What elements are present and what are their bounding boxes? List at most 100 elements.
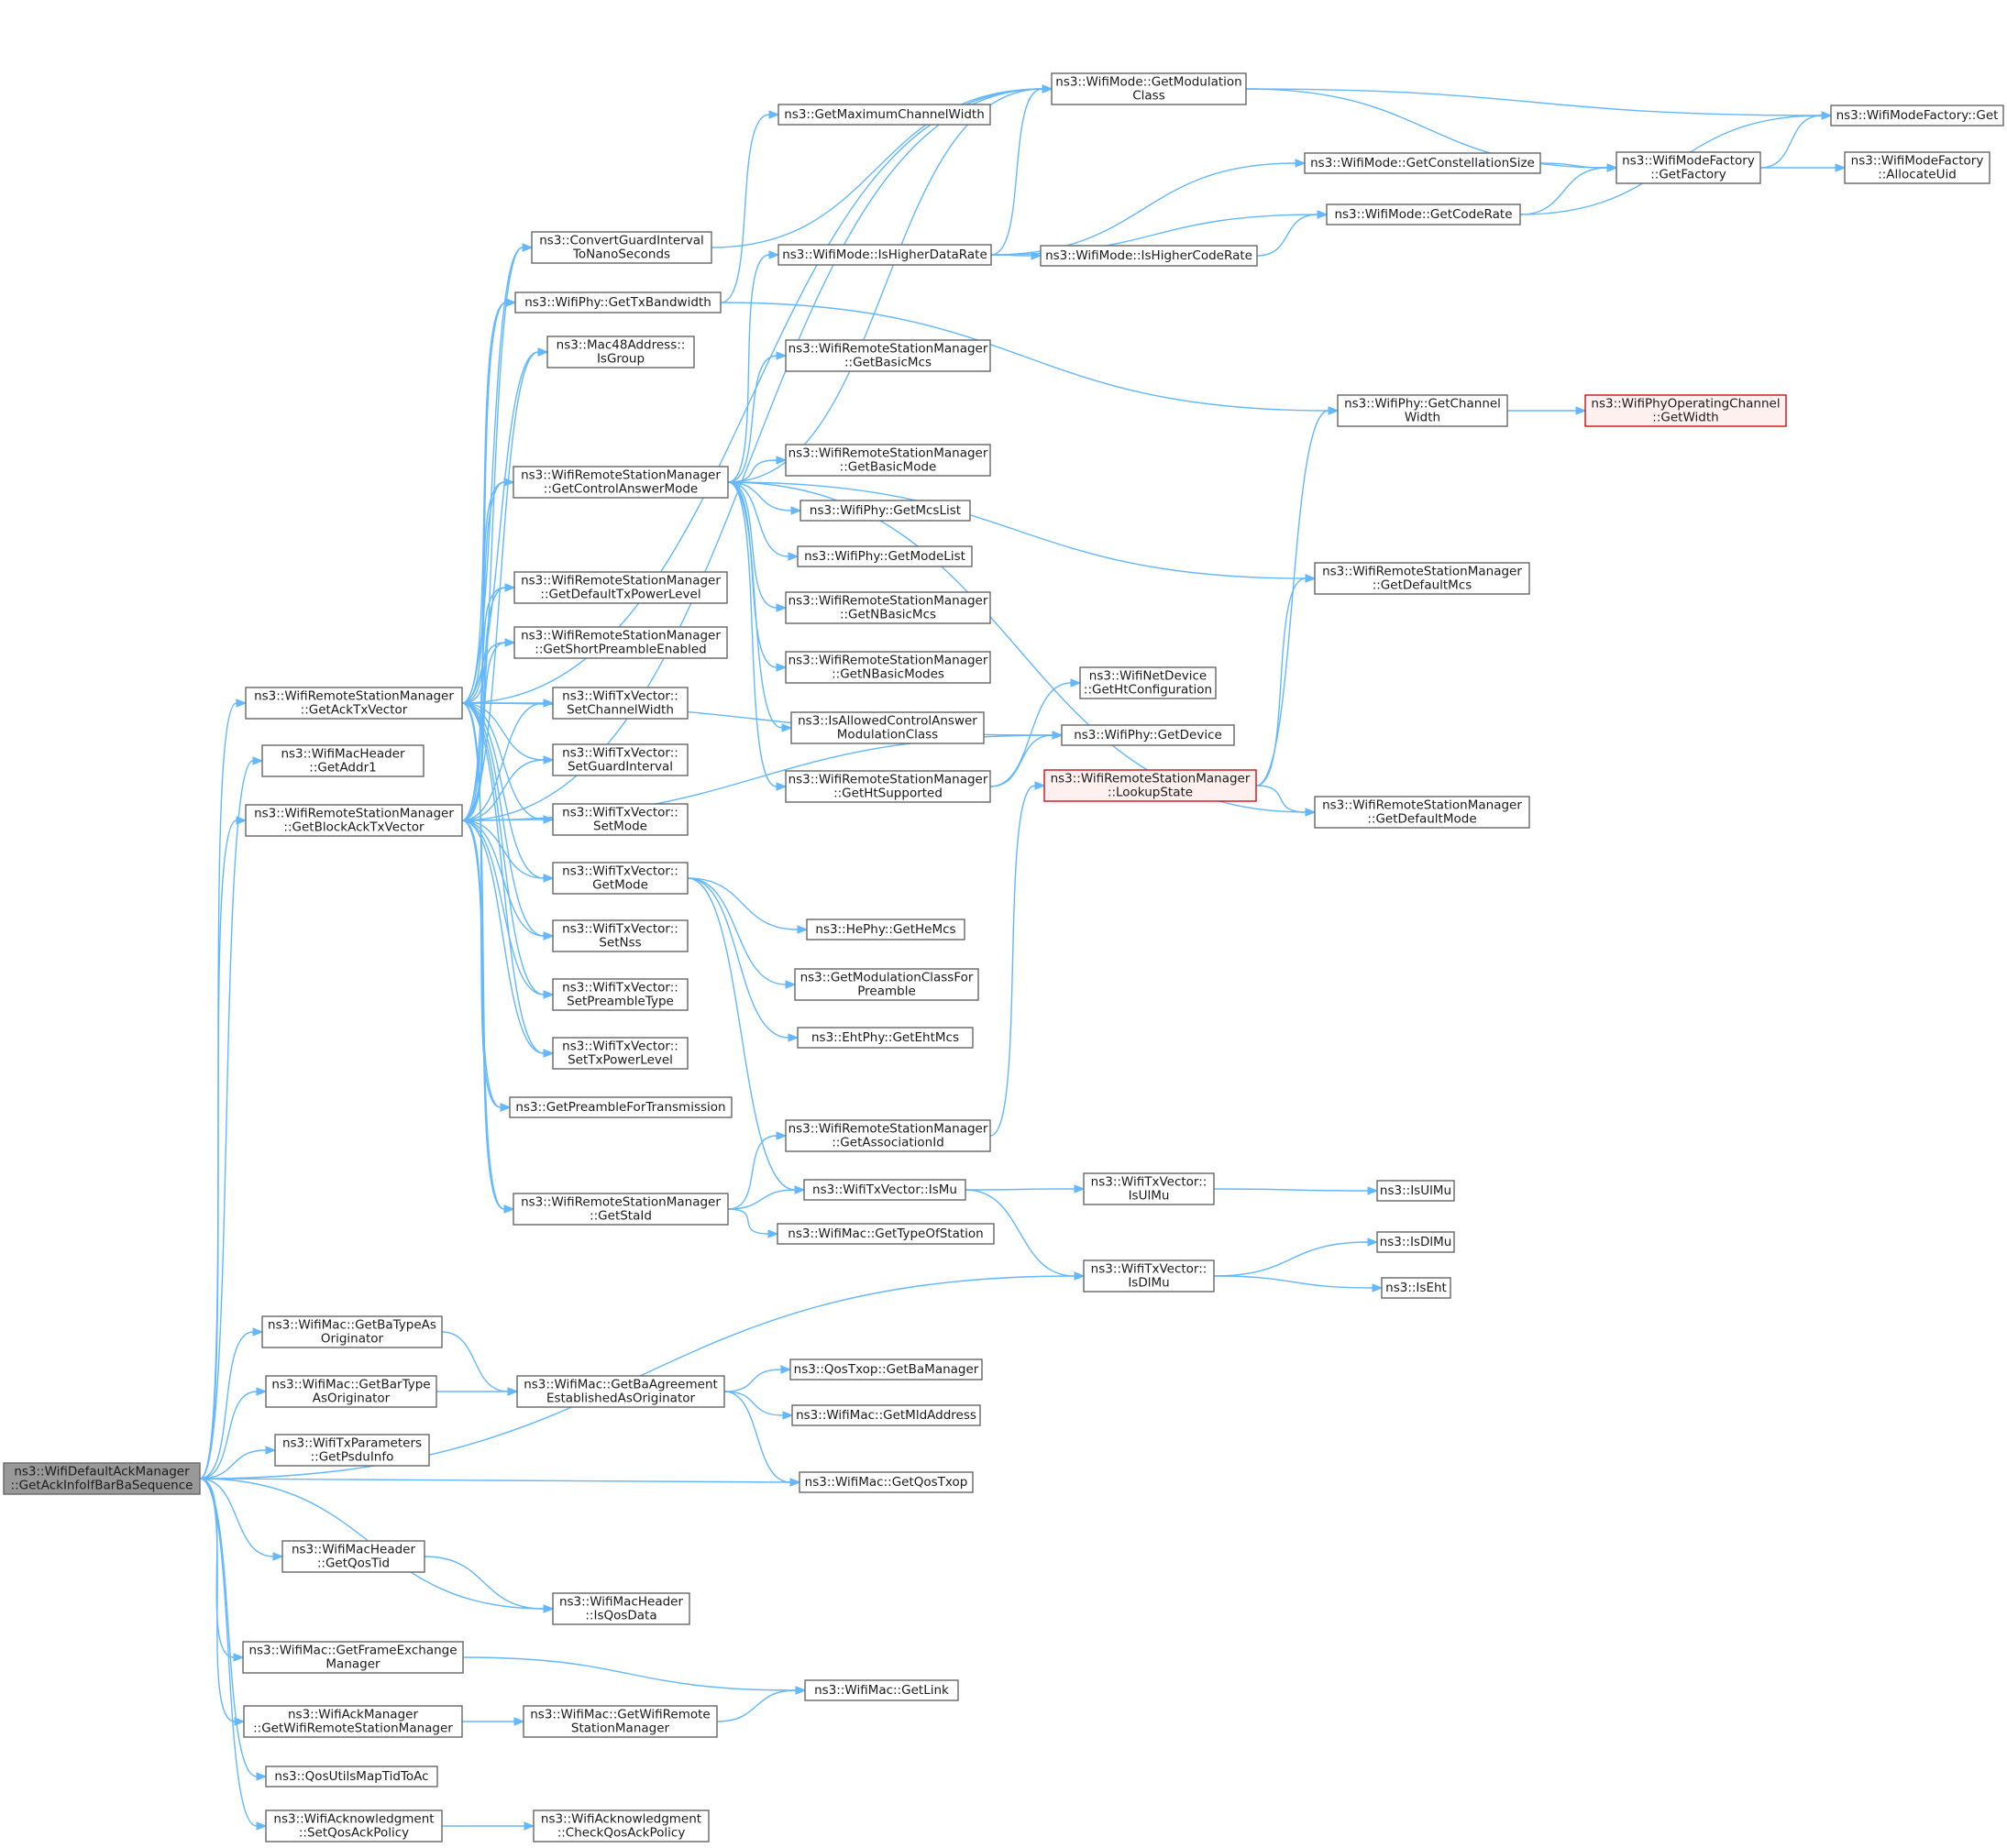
node-box[interactable] <box>265 1375 437 1408</box>
node-box[interactable] <box>785 339 991 372</box>
function-node-n2[interactable]: ns3::WifiMacHeader::GetAddr1 <box>261 744 425 777</box>
node-box[interactable] <box>1337 394 1508 427</box>
function-node-n13[interactable]: ns3::WifiPhy::GetTxBandwidth <box>514 292 722 314</box>
function-node-n63[interactable]: ns3::WifiModeFactory::Get <box>1830 104 2004 126</box>
function-node-n24[interactable]: ns3::WifiTxVector::SetTxPowerLevel <box>552 1037 689 1070</box>
function-node-n37[interactable]: ns3::WifiPhy::GetModeList <box>797 545 973 567</box>
function-node-n45[interactable]: ns3::WifiRemoteStationManager::GetAssoci… <box>785 1119 991 1152</box>
function-node-n28[interactable]: ns3::WifiMacHeader::IsQosData <box>552 1592 690 1625</box>
function-node-n61[interactable]: ns3::WifiTxVector::IsUlMu <box>1083 1172 1215 1205</box>
function-node-n36[interactable]: ns3::WifiPhy::GetMcsList <box>799 500 971 522</box>
node-box[interactable] <box>274 1434 430 1467</box>
node-box[interactable] <box>777 1223 995 1245</box>
node-box[interactable] <box>1584 394 1787 427</box>
node-box[interactable] <box>509 1096 733 1118</box>
node-box[interactable] <box>794 968 979 1001</box>
node-box[interactable] <box>261 1315 443 1348</box>
function-node-n35[interactable]: ns3::WifiRemoteStationManager::GetBasicM… <box>785 444 991 477</box>
node-box[interactable] <box>3 1462 201 1495</box>
function-node-n44[interactable]: ns3::EhtPhy::GetEhtMcs <box>797 1027 974 1049</box>
node-box[interactable] <box>265 1810 443 1842</box>
node-box[interactable] <box>552 743 689 776</box>
function-node-n40[interactable]: ns3::IsAllowedControlAnswerModulationCla… <box>790 711 985 744</box>
node-box[interactable] <box>245 687 463 720</box>
node-box[interactable] <box>516 1375 725 1408</box>
function-node-n26[interactable]: ns3::WifiRemoteStationManager::GetStaId <box>513 1193 729 1226</box>
node-box[interactable] <box>552 687 689 720</box>
node-box[interactable] <box>785 770 991 803</box>
function-node-n38[interactable]: ns3::WifiRemoteStationManager::GetNBasic… <box>785 591 991 624</box>
function-node-n0[interactable]: ns3::WifiDefaultAckManager::GetAckInfoIf… <box>3 1462 201 1495</box>
node-box[interactable] <box>552 919 689 952</box>
function-node-n54[interactable]: ns3::WifiMode::IsHigherCodeRate <box>1040 245 1258 267</box>
node-box[interactable] <box>513 571 728 604</box>
node-box[interactable] <box>513 466 729 499</box>
node-box[interactable] <box>785 444 991 477</box>
function-node-n17[interactable]: ns3::WifiRemoteStationManager::GetShortP… <box>513 626 728 659</box>
function-node-n60[interactable]: ns3::WifiRemoteStationManager::GetDefaul… <box>1314 796 1530 829</box>
node-box[interactable] <box>265 1766 438 1788</box>
node-box[interactable] <box>785 591 991 624</box>
function-node-n39[interactable]: ns3::WifiRemoteStationManager::GetNBasic… <box>785 651 991 684</box>
function-node-n34[interactable]: ns3::WifiRemoteStationManager::GetBasicM… <box>785 339 991 372</box>
function-node-n50[interactable]: ns3::WifiMac::GetQosTxop <box>799 1471 974 1493</box>
function-node-n6[interactable]: ns3::WifiTxParameters::GetPsduInfo <box>274 1434 430 1467</box>
node-box[interactable] <box>1304 152 1541 174</box>
function-node-n58[interactable]: ns3::WifiPhy::GetDevice <box>1061 724 1235 746</box>
node-box[interactable] <box>514 292 722 314</box>
function-node-n29[interactable]: ns3::WifiMac::GetWifiRemoteStationManage… <box>523 1705 718 1738</box>
node-box[interactable] <box>513 626 728 659</box>
node-box[interactable] <box>1830 104 2004 126</box>
function-node-n20[interactable]: ns3::WifiTxVector::SetMode <box>552 803 689 836</box>
node-box[interactable] <box>281 1540 425 1573</box>
node-box[interactable] <box>799 1471 974 1493</box>
function-node-n11[interactable]: ns3::WifiAcknowledgment::SetQosAckPolicy <box>265 1810 443 1842</box>
node-box[interactable] <box>1083 1260 1215 1292</box>
function-node-n49[interactable]: ns3::WifiMac::GetMldAddress <box>791 1404 981 1426</box>
function-node-n47[interactable]: ns3::WifiMac::GetTypeOfStation <box>777 1223 995 1245</box>
node-box[interactable] <box>523 1705 718 1738</box>
node-box[interactable] <box>243 1705 463 1738</box>
function-node-n23[interactable]: ns3::WifiTxVector::SetPreambleType <box>552 978 689 1011</box>
function-node-n7[interactable]: ns3::WifiMacHeader::GetQosTid <box>281 1540 425 1573</box>
function-node-n56[interactable]: ns3::WifiRemoteStationManager::GetDefaul… <box>1314 562 1530 595</box>
function-node-n31[interactable]: ns3::WifiMode::GetModulationClass <box>1051 72 1247 105</box>
function-node-n32[interactable]: ns3::GetMaximumChannelWidth <box>777 104 991 126</box>
function-node-n62[interactable]: ns3::WifiTxVector::IsDlMu <box>1083 1260 1215 1292</box>
node-box[interactable] <box>1314 796 1530 829</box>
function-node-n52[interactable]: ns3::WifiMode::GetConstellationSize <box>1304 152 1541 174</box>
node-box[interactable] <box>1376 1231 1455 1253</box>
function-node-n15[interactable]: ns3::WifiRemoteStationManager::GetContro… <box>513 466 729 499</box>
function-node-n42[interactable]: ns3::HePhy::GetHeMcs <box>806 918 965 940</box>
function-node-n33[interactable]: ns3::WifiMode::IsHigherDataRate <box>777 244 992 266</box>
node-box[interactable] <box>245 804 463 837</box>
node-box[interactable] <box>1051 72 1247 105</box>
function-node-n57[interactable]: ns3::WifiNetDevice::GetHtConfiguration <box>1079 666 1217 699</box>
node-box[interactable] <box>777 104 991 126</box>
node-box[interactable] <box>791 1404 981 1426</box>
function-node-n25[interactable]: ns3::GetPreambleForTransmission <box>509 1096 733 1118</box>
node-box[interactable] <box>1040 245 1258 267</box>
function-node-n18[interactable]: ns3::WifiTxVector::SetChannelWidth <box>552 687 689 720</box>
node-box[interactable] <box>785 651 991 684</box>
function-node-n46[interactable]: ns3::WifiTxVector::IsMu <box>803 1179 966 1201</box>
node-box[interactable] <box>804 1679 959 1701</box>
function-node-n30[interactable]: ns3::WifiAcknowledgment::CheckQosAckPoli… <box>533 1810 710 1842</box>
node-box[interactable] <box>552 862 689 895</box>
function-node-n41[interactable]: ns3::WifiRemoteStationManager::GetHtSupp… <box>785 770 991 803</box>
node-box[interactable] <box>797 1027 974 1049</box>
node-box[interactable] <box>799 500 971 522</box>
node-box[interactable] <box>806 918 965 940</box>
function-node-n1[interactable]: ns3::WifiRemoteStationManager::GetAckTxV… <box>245 687 463 720</box>
node-box[interactable] <box>552 978 689 1011</box>
node-box[interactable] <box>552 1037 689 1070</box>
node-box[interactable] <box>1844 151 1990 184</box>
node-box[interactable] <box>803 1179 966 1201</box>
node-box[interactable] <box>1381 1277 1451 1299</box>
function-node-n22[interactable]: ns3::WifiTxVector::SetNss <box>552 919 689 952</box>
node-box[interactable] <box>1314 562 1530 595</box>
